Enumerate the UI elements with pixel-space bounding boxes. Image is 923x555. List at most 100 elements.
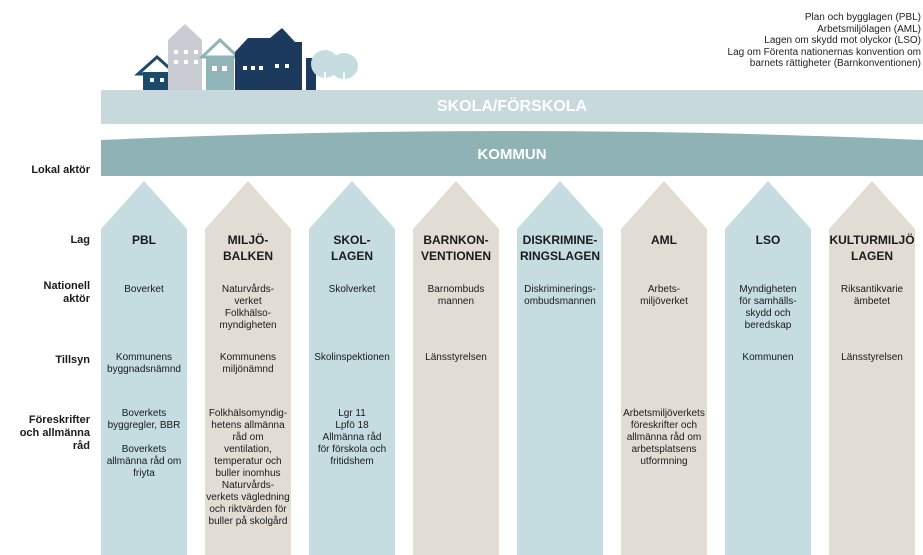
row-label-tillsyn: Tillsyn: [55, 354, 90, 366]
foreskrifter-text-line: och riktvärden för: [209, 504, 287, 515]
foreskrifter-text-line: Lgr 11: [338, 408, 366, 419]
column-title-line: SKOL-: [333, 233, 371, 247]
tillsyn-text: Länsstyrelsen: [410, 352, 502, 364]
tillsyn-text-line: Kommunen: [742, 352, 794, 363]
nationell-aktor-text: Boverket: [98, 284, 190, 296]
foreskrifter-text-line: Boverkets: [121, 408, 167, 419]
column-title-line: AML: [651, 233, 677, 247]
column-title: MILJÖ- BALKEN: [202, 232, 294, 264]
row-label-nationell-aktor: Nationell aktör: [44, 280, 90, 306]
column-title-line: VENTIONEN: [420, 249, 491, 263]
law-column: [725, 181, 811, 555]
row-label-line: Nationell: [43, 280, 90, 292]
column-title: DISKRIMINE- RINGSLAGEN: [514, 232, 606, 264]
law-column: [517, 181, 603, 555]
kommun-label: KOMMUN: [477, 146, 547, 163]
nationell-aktor-text-line: mannen: [437, 296, 475, 307]
nationell-aktor-text-line: Naturvårds-: [221, 284, 275, 295]
nationell-aktor-text-line: för samhälls-: [739, 296, 797, 307]
foreskrifter-text-line: Arbetsmiljöverkets: [623, 408, 705, 419]
houses-illustration: [134, 24, 358, 90]
foreskrifter-text-line: friyta: [133, 468, 155, 479]
column-title-line: PBL: [132, 233, 156, 247]
nationell-aktor-text-line: Riksantikvarie: [840, 284, 904, 295]
nationell-aktor-text-line: verket: [234, 296, 262, 307]
tillsyn-text: Skolinspektionen: [306, 352, 398, 364]
nationell-aktor-text-line: Skolverket: [328, 284, 376, 295]
foreskrifter-text-line: för förskola och: [317, 444, 387, 455]
skola-band: SKOLA/FÖRSKOLA: [101, 90, 923, 124]
nationell-aktor-text: Skolverket: [306, 284, 398, 296]
legend-item: Lagen om skydd mot olyckor (LSO): [764, 35, 921, 46]
nationell-aktor-text-line: Folkhälso-: [224, 308, 272, 319]
foreskrifter-text-line: ventilation,: [224, 444, 272, 455]
tillsyn-text-line: Kommunens: [219, 352, 277, 363]
foreskrifter-text-line: råd om: [232, 432, 264, 443]
foreskrifter-text-line: buller på skolgård: [208, 516, 288, 527]
column-title: AML: [618, 232, 710, 248]
foreskrifter-text-line: [98, 432, 190, 444]
law-column: [205, 181, 291, 555]
foreskrifter-text-line: arbetsplatsens: [631, 444, 697, 455]
nationell-aktor-text: Diskriminerings-ombudsmannen: [514, 284, 606, 308]
law-column: [621, 181, 707, 555]
column-title-line: BARNKON-: [423, 233, 489, 247]
foreskrifter-text-line: allmänna råd om: [106, 456, 182, 467]
nationell-aktor-text-line: skydd och: [745, 308, 791, 319]
row-label-line: råd: [72, 440, 90, 452]
foreskrifter-text-line: utformning: [640, 456, 688, 467]
nationell-aktor-text-line: miljöverket: [640, 296, 688, 307]
column-title-line: DISKRIMINE-: [522, 233, 598, 247]
nationell-aktor-text-line: Diskriminerings-: [524, 284, 596, 295]
nationell-aktor-text-line: Arbets-: [647, 284, 681, 295]
nationell-aktor-text-line: ämbetet: [853, 296, 891, 307]
law-column: [101, 181, 187, 555]
tillsyn-text-line: miljönämnd: [222, 364, 274, 375]
nationell-aktor-text-line: ombudsmannen: [524, 296, 596, 307]
column-title-line: RINGSLAGEN: [519, 249, 600, 263]
tillsyn-text-line: byggnadsnämnd: [107, 364, 181, 375]
nationell-aktor-text-line: beredskap: [744, 320, 792, 331]
column-title-line: MILJÖ-: [227, 233, 269, 247]
column-title-line: KULTURMILJÖ: [829, 233, 915, 247]
row-label-line: Föreskrifter: [28, 414, 90, 426]
nationell-aktor-text: Arbets-miljöverket: [618, 284, 710, 308]
tillsyn-text-line: Länsstyrelsen: [841, 352, 903, 363]
foreskrifter-text-line: Allmänna råd: [322, 432, 382, 443]
law-column: [829, 181, 915, 555]
row-label-lag: Lag: [70, 234, 90, 246]
foreskrifter-text-line: Folkhälsomyndig-: [208, 408, 288, 419]
tillsyn-text: Kommunen: [722, 352, 814, 364]
foreskrifter-text-line: temperatur och: [214, 456, 282, 467]
row-label-lokal-aktor: Lokal aktör: [31, 164, 90, 176]
row-label-line: och allmänna: [19, 427, 90, 439]
column-title: LSO: [722, 232, 814, 248]
foreskrifter-text-line: Lpfö 18: [335, 420, 369, 431]
foreskrifter-text-line: buller inomhus: [215, 468, 281, 479]
foreskrifter-text-line: allmänna råd om: [626, 432, 702, 443]
nationell-aktor-text-line: Myndigheten: [739, 284, 797, 295]
row-label-foreskrifter: Föreskrifter och allmänna råd: [20, 414, 90, 453]
column-title-line: BALKEN: [223, 249, 273, 263]
law-column: [413, 181, 499, 555]
legend-item: Plan och bygglagen (PBL): [804, 12, 921, 23]
foreskrifter-text-line: verkets vägledning: [206, 492, 290, 503]
legend: Plan och bygglagen (PBL) Arbetsmiljölage…: [591, 12, 921, 70]
nationell-aktor-text-line: myndigheten: [219, 320, 277, 331]
legend-item: barnets rättigheter (Barnkonventionen): [749, 58, 921, 69]
nationell-aktor-text-line: Barnombuds: [427, 284, 485, 295]
foreskrifter-text-line: hetens allmänna: [211, 420, 285, 431]
column-title-line: LSO: [755, 233, 781, 247]
row-label-line: aktör: [63, 293, 90, 305]
law-column: [309, 181, 395, 555]
kommun-band: [101, 131, 923, 176]
